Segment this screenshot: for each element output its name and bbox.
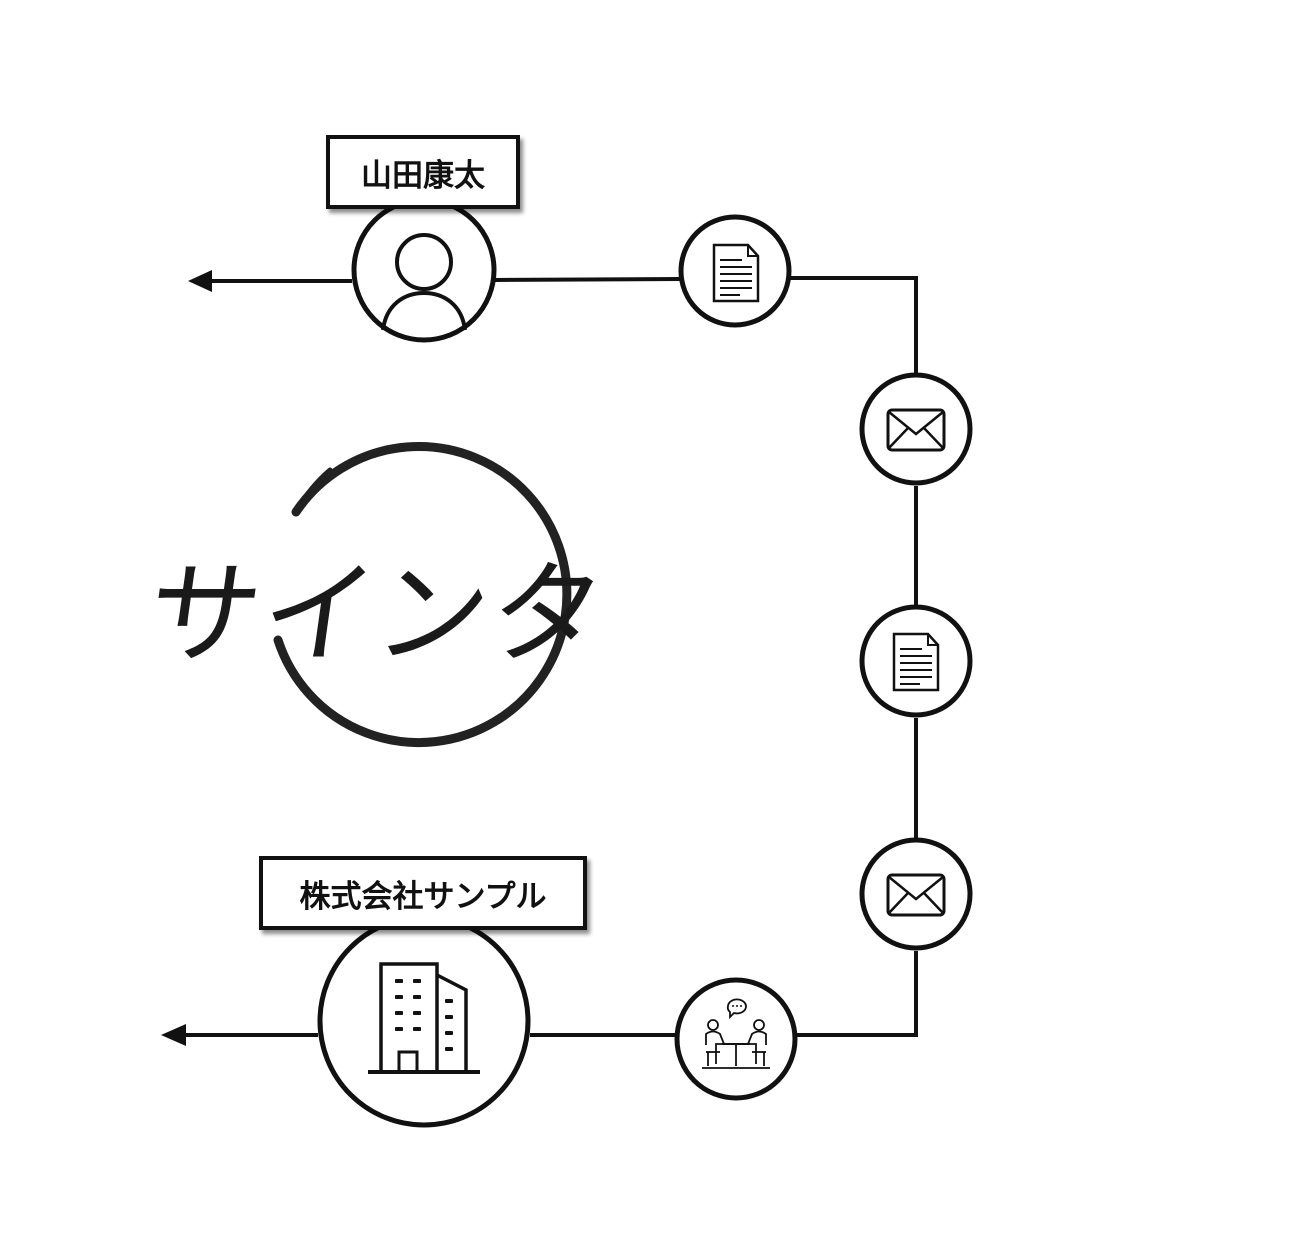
flow-node-document-1 [678,214,792,328]
meeting-icon [702,998,770,1069]
person-name-label: 山田康太 [326,135,520,209]
flow-connector-line [494,276,918,1037]
flow-node-envelope-2 [859,837,973,951]
document-icon [892,632,940,692]
company-node [317,914,531,1128]
document-icon [712,243,760,303]
person-outgoing-arrow [188,270,352,292]
person-icon [381,233,467,331]
company-name-label: 株式会社サンプル [259,856,587,930]
logo-wordmark: サインタ [139,550,614,680]
logo-ring [273,442,572,747]
flow-node-document-2 [859,604,973,718]
envelope-icon [886,408,946,452]
building-icon [368,962,480,1074]
person-node [351,197,497,343]
flow-node-envelope-1 [859,372,973,486]
flow-node-meeting [674,977,798,1101]
envelope-icon [886,873,946,917]
company-outgoing-arrow [161,1024,318,1046]
